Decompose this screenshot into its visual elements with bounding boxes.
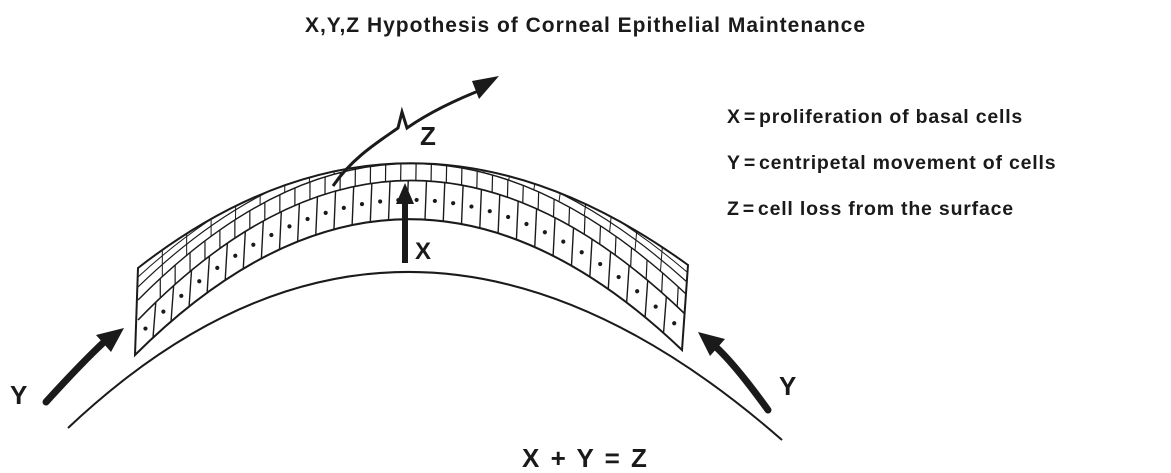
- epithelium-outline: [135, 163, 688, 355]
- cell-nucleus: [252, 243, 255, 246]
- cell-nucleus: [599, 262, 602, 265]
- label-z: Z: [420, 121, 436, 151]
- epithelium-layers: [135, 153, 688, 355]
- legend-equals: =: [744, 152, 756, 174]
- legend-item-z: Z=cell loss from the surface: [727, 196, 1167, 242]
- cell-wall: [600, 226, 601, 244]
- cell-nucleus: [507, 215, 510, 218]
- cell-nucleus: [162, 310, 165, 313]
- legend-item-x: X=proliferation of basal cells: [727, 104, 1167, 150]
- legend-text: cell loss from the surface: [758, 198, 1014, 220]
- cell-wall: [569, 207, 570, 225]
- cell-nucleus: [562, 240, 565, 243]
- legend-text: centripetal movement of cells: [759, 152, 1056, 174]
- legend-symbol: Z: [727, 198, 740, 220]
- cell-wall: [631, 248, 632, 267]
- cell-nucleus: [673, 322, 676, 325]
- cell-nucleus: [306, 217, 309, 220]
- cell-nucleus: [379, 200, 382, 203]
- label-y-left: Y: [10, 380, 27, 410]
- balance-equation: X + Y = Z: [0, 444, 1171, 472]
- cell-nucleus: [288, 225, 291, 228]
- cell-nucleus: [543, 231, 546, 234]
- cell-wall: [554, 199, 555, 217]
- legend-equals: =: [743, 198, 755, 220]
- cell-nucleus: [617, 275, 620, 278]
- cell-nucleus: [433, 199, 436, 202]
- cell-wall: [615, 236, 616, 255]
- cell-wall: [538, 192, 539, 210]
- legend-equals: =: [744, 106, 756, 128]
- cell-nucleus: [234, 254, 237, 257]
- legend-symbol: X: [727, 106, 741, 128]
- cell-nucleus: [470, 205, 473, 208]
- cell-nucleus: [636, 290, 639, 293]
- cell-wall: [458, 166, 459, 167]
- centripetal-arrow-right: [698, 332, 768, 410]
- cell-nucleus: [525, 222, 528, 225]
- cell-nucleus: [654, 305, 657, 308]
- cell-nucleus: [488, 210, 491, 213]
- cell-nucleus: [342, 206, 345, 209]
- label-y-right: Y: [779, 371, 796, 401]
- centripetal-arrow-left: [46, 328, 124, 402]
- cell-nucleus: [580, 251, 583, 254]
- cell-nucleus: [324, 211, 327, 214]
- legend-text: proliferation of basal cells: [759, 106, 1023, 128]
- cell-nucleus: [415, 198, 418, 201]
- cell-nucleus: [180, 294, 183, 297]
- cell-nucleus: [360, 202, 363, 205]
- cell-wall: [523, 185, 524, 203]
- label-x: X: [415, 238, 431, 265]
- legend-symbol: Y: [727, 152, 741, 174]
- cell-nucleus: [452, 202, 455, 205]
- cell-wall: [584, 216, 585, 234]
- legend: X=proliferation of basal cells Y=centrip…: [727, 104, 1167, 242]
- cell-nucleus: [144, 327, 147, 330]
- cell-nucleus: [270, 233, 273, 236]
- cell-nucleus: [216, 266, 219, 269]
- cell-nucleus: [198, 280, 201, 283]
- legend-item-y: Y=centripetal movement of cells: [727, 150, 1167, 196]
